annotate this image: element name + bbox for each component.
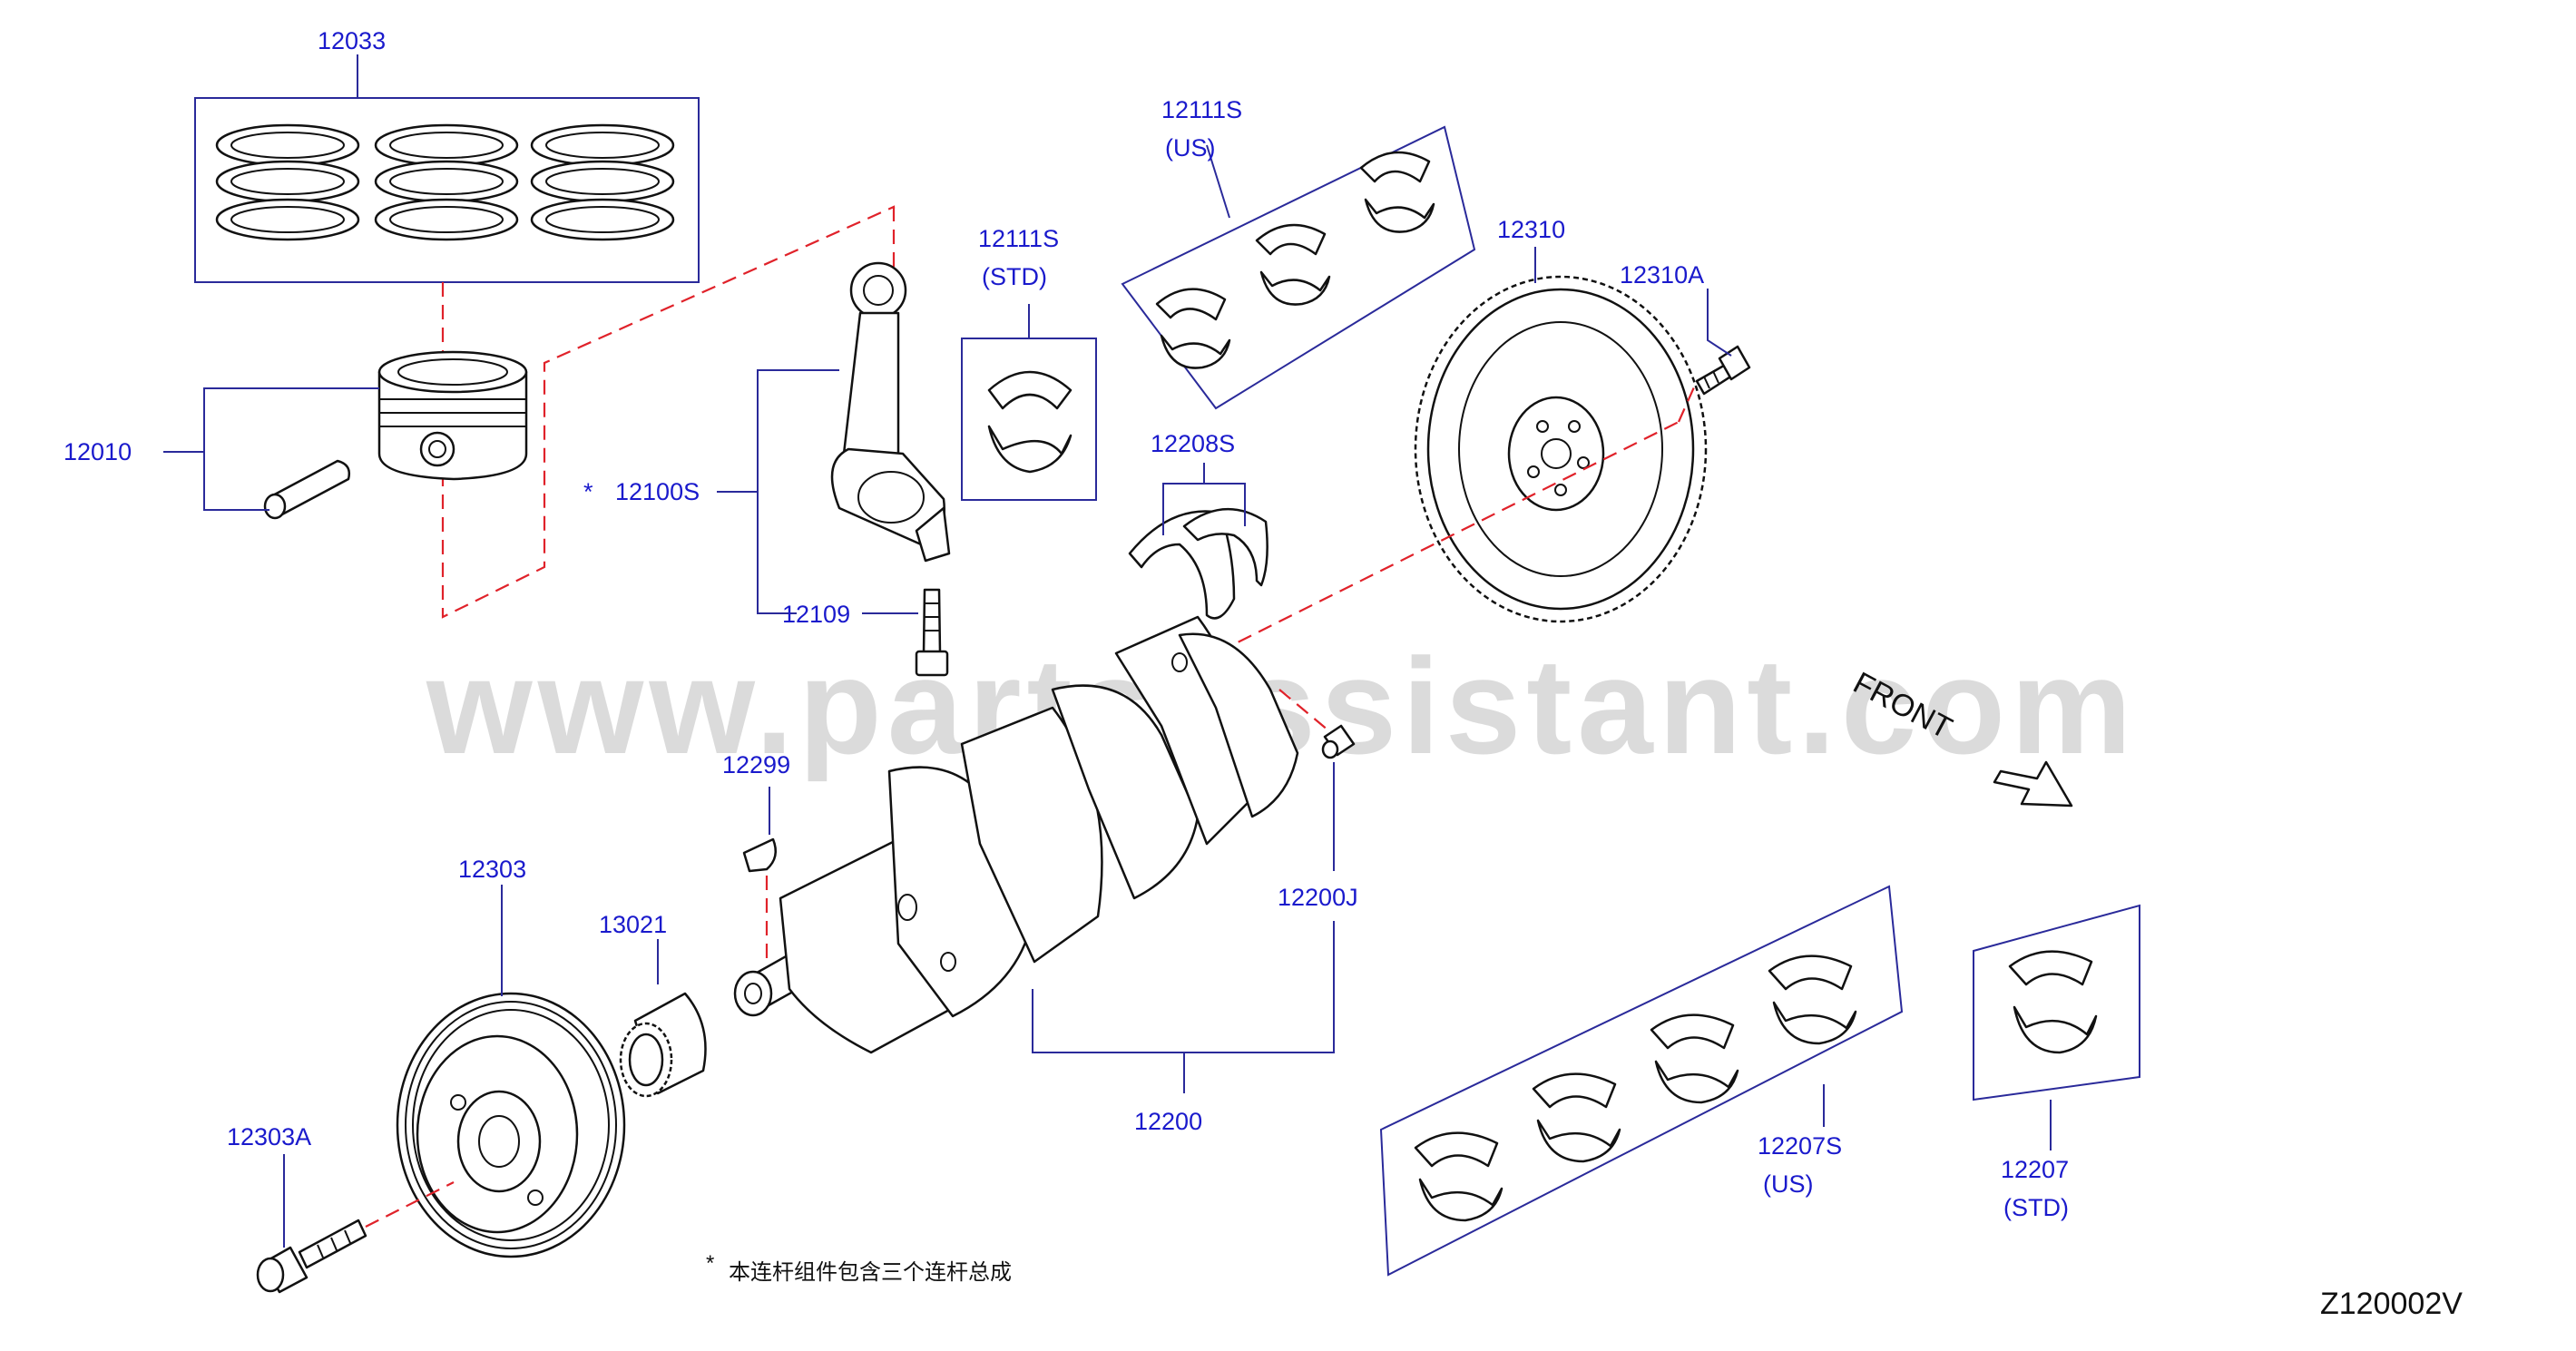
pulley-bolt[interactable] <box>256 1219 367 1294</box>
main-bearing-std[interactable] <box>1973 904 2140 1101</box>
label-12207[interactable]: 12207 <box>2001 1156 2069 1183</box>
crank-pilot-pin[interactable] <box>1321 724 1356 759</box>
crankshaft[interactable] <box>733 615 1299 1054</box>
crank-pilot-dashline <box>1278 689 1335 736</box>
pulley-bolt-dashline <box>365 1181 455 1228</box>
flywheel[interactable] <box>1414 275 1708 623</box>
label-12100S-mark: * <box>583 478 593 505</box>
leader-12010-bottom <box>203 452 269 511</box>
rod-bearing-std[interactable] <box>961 338 1097 501</box>
label-12207S-sub: (US) <box>1763 1170 1814 1198</box>
leader-12100S-top <box>757 369 839 614</box>
label-12010[interactable]: 12010 <box>64 438 132 465</box>
connecting-rod[interactable] <box>830 261 951 563</box>
flywheel-bolt-dashline <box>1677 380 1699 423</box>
leader-12010-top <box>203 387 379 452</box>
label-12200[interactable]: 12200 <box>1134 1108 1202 1135</box>
label-13021[interactable]: 13021 <box>599 911 667 938</box>
rod-bolt[interactable] <box>915 588 949 677</box>
footnote-mark: * <box>706 1251 714 1276</box>
flywheel-bolt[interactable] <box>1695 345 1751 396</box>
piston-pin[interactable] <box>263 459 350 520</box>
label-12109[interactable]: 12109 <box>782 601 850 628</box>
crank-pulley[interactable] <box>396 992 626 1258</box>
front-arrow-icon <box>1993 760 2073 808</box>
label-12111S-std[interactable]: 12111S <box>978 225 1059 252</box>
ring-stack-1 <box>215 123 360 241</box>
label-12111S-std-sub: (STD) <box>982 263 1047 290</box>
woodruff-key[interactable] <box>742 837 778 873</box>
leader-12111S-us <box>1206 144 1230 219</box>
label-12207-sub: (STD) <box>2003 1194 2069 1221</box>
label-12100S[interactable]: 12100S <box>615 478 700 505</box>
diagram-code: Z120002V <box>2320 1287 2463 1321</box>
label-12303A[interactable]: 12303A <box>227 1123 311 1150</box>
thrust-washers[interactable] <box>1128 507 1268 620</box>
leader-12310A <box>1707 289 1732 357</box>
label-12207S[interactable]: 12207S <box>1758 1132 1842 1160</box>
label-12208S[interactable]: 12208S <box>1151 430 1235 457</box>
rod-bearing-us[interactable] <box>1121 125 1476 410</box>
ring-stack-2 <box>374 123 519 241</box>
piston-ring-set[interactable] <box>194 54 700 283</box>
main-bearing-us[interactable] <box>1379 885 1904 1277</box>
piston[interactable] <box>377 350 528 481</box>
label-12111S-us[interactable]: 12111S <box>1161 96 1242 123</box>
label-12310A[interactable]: 12310A <box>1620 261 1704 289</box>
label-12303[interactable]: 12303 <box>458 856 526 883</box>
label-12111S-us-sub: (US) <box>1165 134 1216 162</box>
label-12200J[interactable]: 12200J <box>1278 884 1358 911</box>
leader-12200 <box>1032 921 1335 1053</box>
ring-stack-3 <box>530 123 675 241</box>
footnote-text: 本连杆组件包含三个连杆总成 <box>729 1260 1012 1285</box>
label-12299[interactable]: 12299 <box>722 751 790 778</box>
label-12310[interactable]: 12310 <box>1497 216 1565 243</box>
crank-sprocket[interactable] <box>619 992 707 1098</box>
label-12033[interactable]: 12033 <box>318 27 386 54</box>
